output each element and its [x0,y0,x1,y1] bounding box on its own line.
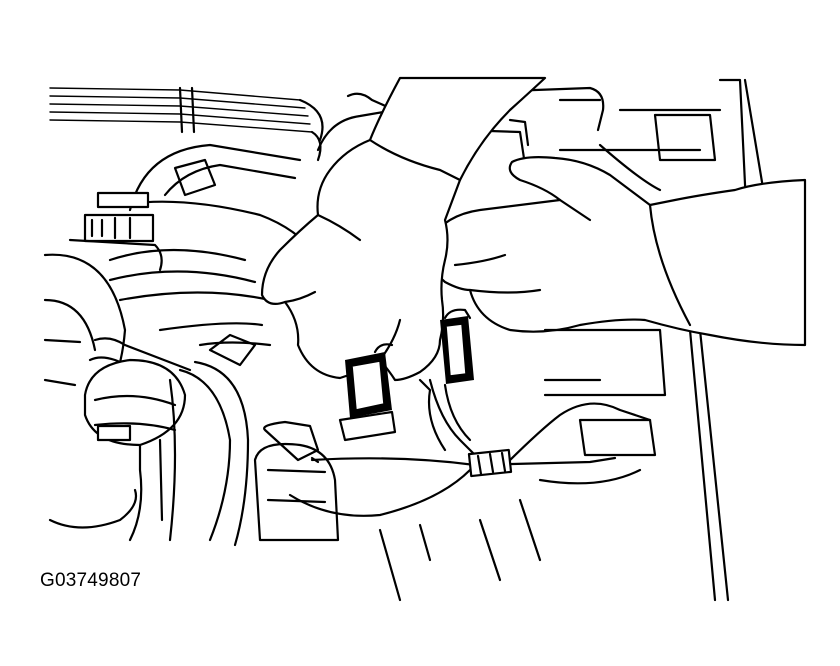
radiator-cap-assembly [83,337,192,542]
harness-connector-left [68,191,163,272]
coolant-hoses [158,322,272,547]
electrical-connector-held [338,343,397,442]
lower-right-components [378,328,667,602]
wiring-harness [288,402,652,517]
figure-id-label: G03749807 [40,570,142,591]
right-hand [427,156,807,347]
engine-housing [316,86,722,192]
reservoir-bottle [253,420,340,542]
electrical-connector-mating [418,308,477,457]
fuel-lines [49,86,324,162]
